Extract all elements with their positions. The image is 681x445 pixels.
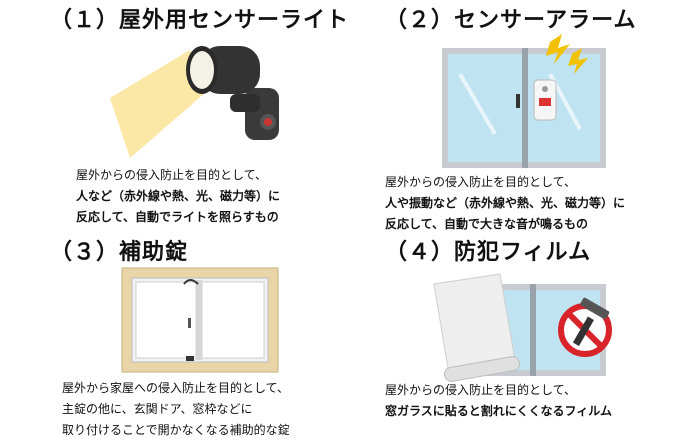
- description-line: 人など（赤外線や熱、光、磁力等）に: [76, 189, 281, 203]
- section-title: （１）屋外用センサーライト: [50, 8, 350, 33]
- description-line: 屋外からの侵入防止を目的として、: [385, 175, 577, 189]
- description-line: 取り付けることで開かなくなる補助的な錠: [62, 423, 290, 437]
- sensor-light-icon: [110, 38, 300, 158]
- description-line: 反応して、自動でライトを照らすもの: [76, 210, 279, 224]
- section-description: 屋外から家屋への侵入防止を目的として、 主錠の他に、玄関ドア、窓枠などに 取り付…: [62, 378, 290, 441]
- security-film-icon: [430, 270, 630, 385]
- section-description: 屋外からの侵入防止を目的として、 人など（赤外線や熱、光、磁力等）に 反応して、…: [76, 165, 280, 228]
- window-lock-icon: [120, 266, 280, 374]
- section-description: 屋外からの侵入防止を目的として、 人や振動など（赤外線や熱、光、磁力等）に 反応…: [385, 172, 625, 235]
- section-title: （３）補助錠: [50, 240, 189, 265]
- description-line: 主錠の他に、玄関ドア、窓枠などに: [62, 402, 253, 416]
- description-line: 人や振動など（赤外線や熱、光、磁力等）に: [385, 196, 626, 210]
- section-title: （４）防犯フィルム: [385, 240, 592, 265]
- section-description: 屋外からの侵入防止を目的として、 窓ガラスに貼ると割れにくくなるフィルム: [385, 380, 612, 422]
- description-line: 屋外からの侵入防止を目的として、: [385, 383, 577, 397]
- description-line: 屋外から家屋への侵入防止を目的として、: [62, 381, 290, 395]
- section-title: （２）センサーアラーム: [385, 8, 637, 33]
- description-line: 窓ガラスに貼ると割れにくくなるフィルム: [385, 404, 613, 418]
- description-line: 屋外からの侵入防止を目的として、: [76, 168, 268, 182]
- window-alarm-icon: [440, 34, 610, 169]
- description-line: 反応して、自動で大きな音が鳴るもの: [385, 217, 589, 231]
